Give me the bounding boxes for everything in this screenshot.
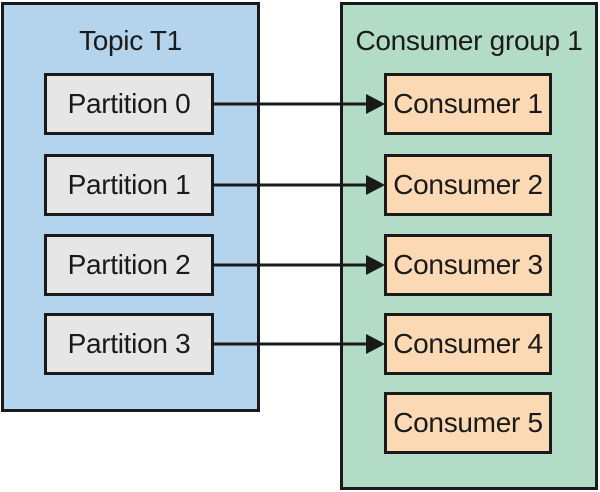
consumer-group-title: Consumer group 1: [355, 25, 583, 56]
partition-2: Partition 2: [44, 234, 214, 296]
consumer-3: Consumer 3: [384, 234, 552, 296]
partition-0: Partition 0: [44, 73, 214, 135]
partition-1: Partition 1: [44, 154, 214, 216]
consumer-2: Consumer 2: [384, 154, 552, 216]
topic-title: Topic T1: [79, 25, 182, 56]
consumer-1: Consumer 1: [384, 73, 552, 135]
partition-3: Partition 3: [44, 313, 214, 375]
consumer-5: Consumer 5: [384, 392, 552, 454]
consumer-4: Consumer 4: [384, 313, 552, 375]
